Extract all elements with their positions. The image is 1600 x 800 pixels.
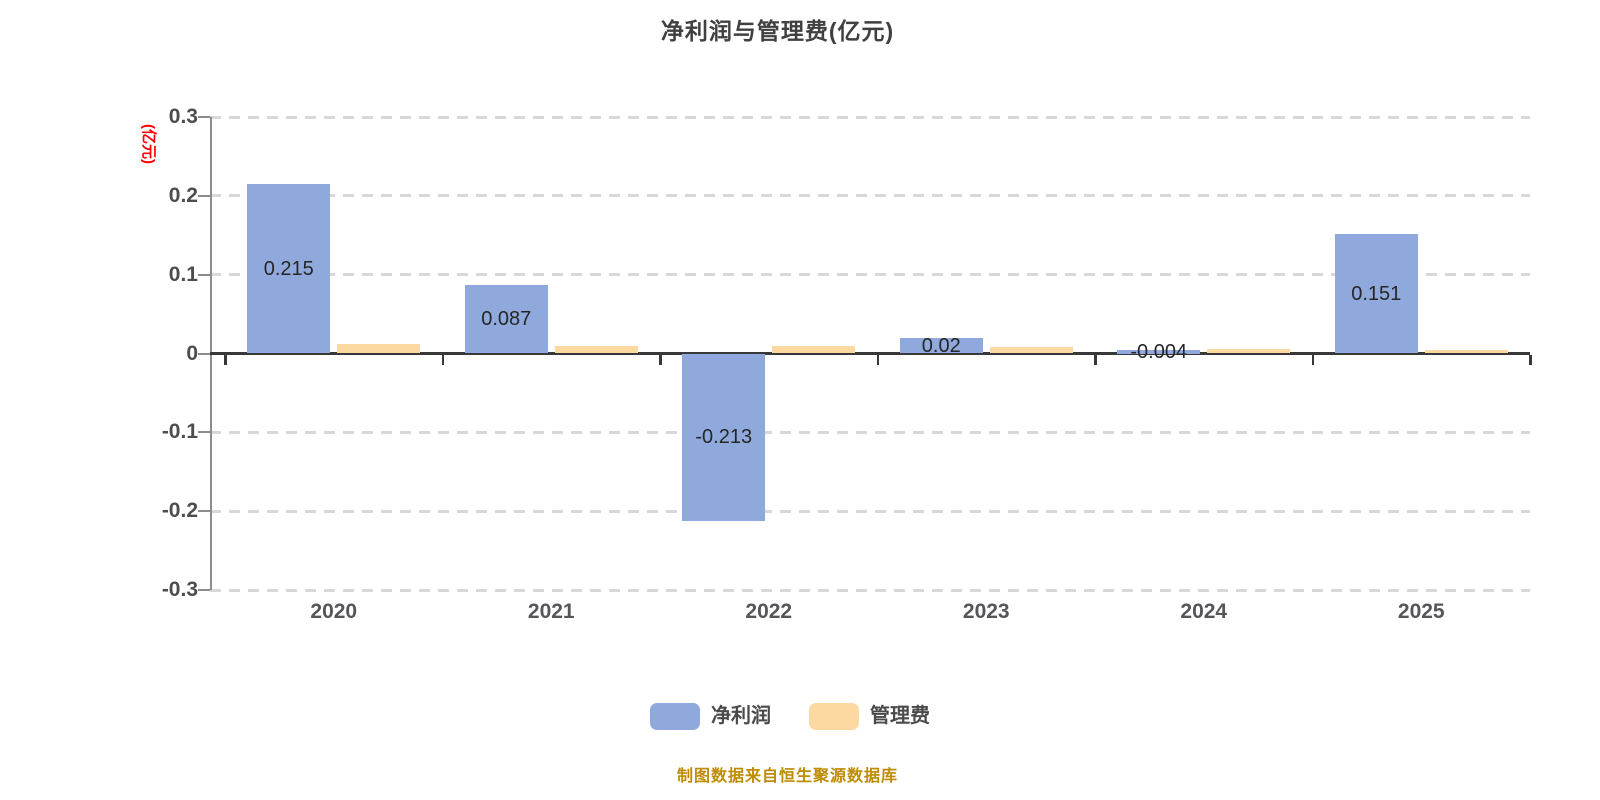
y-axis-tick-label: 0.2 bbox=[168, 183, 198, 207]
x-axis-zero-line bbox=[210, 352, 1530, 355]
y-axis-tick-mark bbox=[198, 194, 210, 197]
x-axis-tick-mark bbox=[659, 355, 662, 365]
legend-swatch-mgmt_fee bbox=[809, 703, 859, 730]
bar-net-profit-2022 bbox=[682, 353, 766, 522]
x-axis-category-label: 2022 bbox=[745, 600, 793, 623]
legend-swatch-net_profit bbox=[650, 703, 700, 730]
y-axis-tick-label: 0.3 bbox=[168, 105, 198, 128]
y-axis-tick-mark bbox=[198, 589, 210, 591]
y-axis-tick-mark bbox=[198, 431, 210, 434]
bar-net-profit-2023 bbox=[899, 337, 983, 354]
y-axis-tick-mark bbox=[198, 116, 210, 118]
gridline bbox=[210, 588, 1530, 592]
bar-mgmt-fee-2022 bbox=[772, 345, 856, 354]
bar-net-profit-2025 bbox=[1334, 234, 1418, 354]
y-axis-tick-mark bbox=[198, 273, 210, 276]
bar-mgmt-fee-2021 bbox=[554, 345, 638, 354]
legend-label: 净利润 bbox=[711, 705, 771, 727]
bar-value-label: -0.004 bbox=[1130, 340, 1188, 363]
y-axis-tick-label: -0.2 bbox=[161, 499, 198, 523]
chart-title: 净利润与管理费(亿元) bbox=[660, 18, 895, 44]
gridline bbox=[210, 115, 1530, 119]
gridline bbox=[210, 194, 1530, 198]
x-axis-category-label: 2025 bbox=[1397, 600, 1445, 623]
bar-net-profit-2020 bbox=[247, 184, 331, 354]
x-axis-category-label: 2024 bbox=[1180, 600, 1228, 623]
x-axis-category-label: 2020 bbox=[310, 600, 358, 623]
bar-mgmt-fee-2025 bbox=[1424, 349, 1508, 354]
gridline bbox=[210, 273, 1530, 277]
bar-value-label: 0.151 bbox=[1351, 282, 1402, 305]
y-axis-tick-label: -0.1 bbox=[161, 420, 198, 444]
legend-item-mgmt_fee[interactable]: 管理费 bbox=[809, 703, 930, 730]
x-axis-tick-mark bbox=[224, 355, 227, 365]
bar-value-label: 0.02 bbox=[921, 334, 961, 357]
y-axis-tick-label: 0 bbox=[186, 341, 198, 365]
gridline bbox=[210, 509, 1530, 513]
bar-net-profit-2021 bbox=[464, 284, 548, 354]
x-axis-tick-mark bbox=[1094, 355, 1097, 365]
y-axis-tick-label: -0.3 bbox=[161, 578, 198, 601]
bar-value-label: 0.215 bbox=[263, 257, 314, 280]
x-axis-tick-mark bbox=[1311, 355, 1314, 365]
bar-mgmt-fee-2023 bbox=[989, 347, 1073, 354]
legend-label: 管理费 bbox=[870, 705, 930, 727]
y-axis-tick-mark bbox=[198, 352, 210, 355]
y-axis-tick-label: 0.1 bbox=[168, 262, 198, 286]
bar-value-label: -0.213 bbox=[695, 426, 753, 449]
x-axis-category-label: 2021 bbox=[527, 600, 575, 623]
source-note: 制图数据来自恒生聚源数据库 bbox=[676, 768, 898, 785]
bar-mgmt-fee-2020 bbox=[337, 344, 421, 354]
bar-mgmt-fee-2024 bbox=[1207, 348, 1291, 354]
y-axis-tick-mark bbox=[198, 510, 210, 513]
x-axis-tick-mark bbox=[441, 355, 444, 365]
legend: 净利润 管理费 bbox=[0, 703, 1580, 730]
x-axis-tick-mark bbox=[1529, 355, 1532, 365]
x-axis-tick-mark bbox=[876, 355, 879, 365]
x-axis-category-label: 2023 bbox=[962, 600, 1010, 623]
legend-item-net_profit[interactable]: 净利润 bbox=[650, 703, 771, 730]
bar-net-profit-2024 bbox=[1117, 350, 1201, 354]
gridline bbox=[210, 430, 1530, 434]
bar-value-label: 0.087 bbox=[481, 308, 532, 331]
